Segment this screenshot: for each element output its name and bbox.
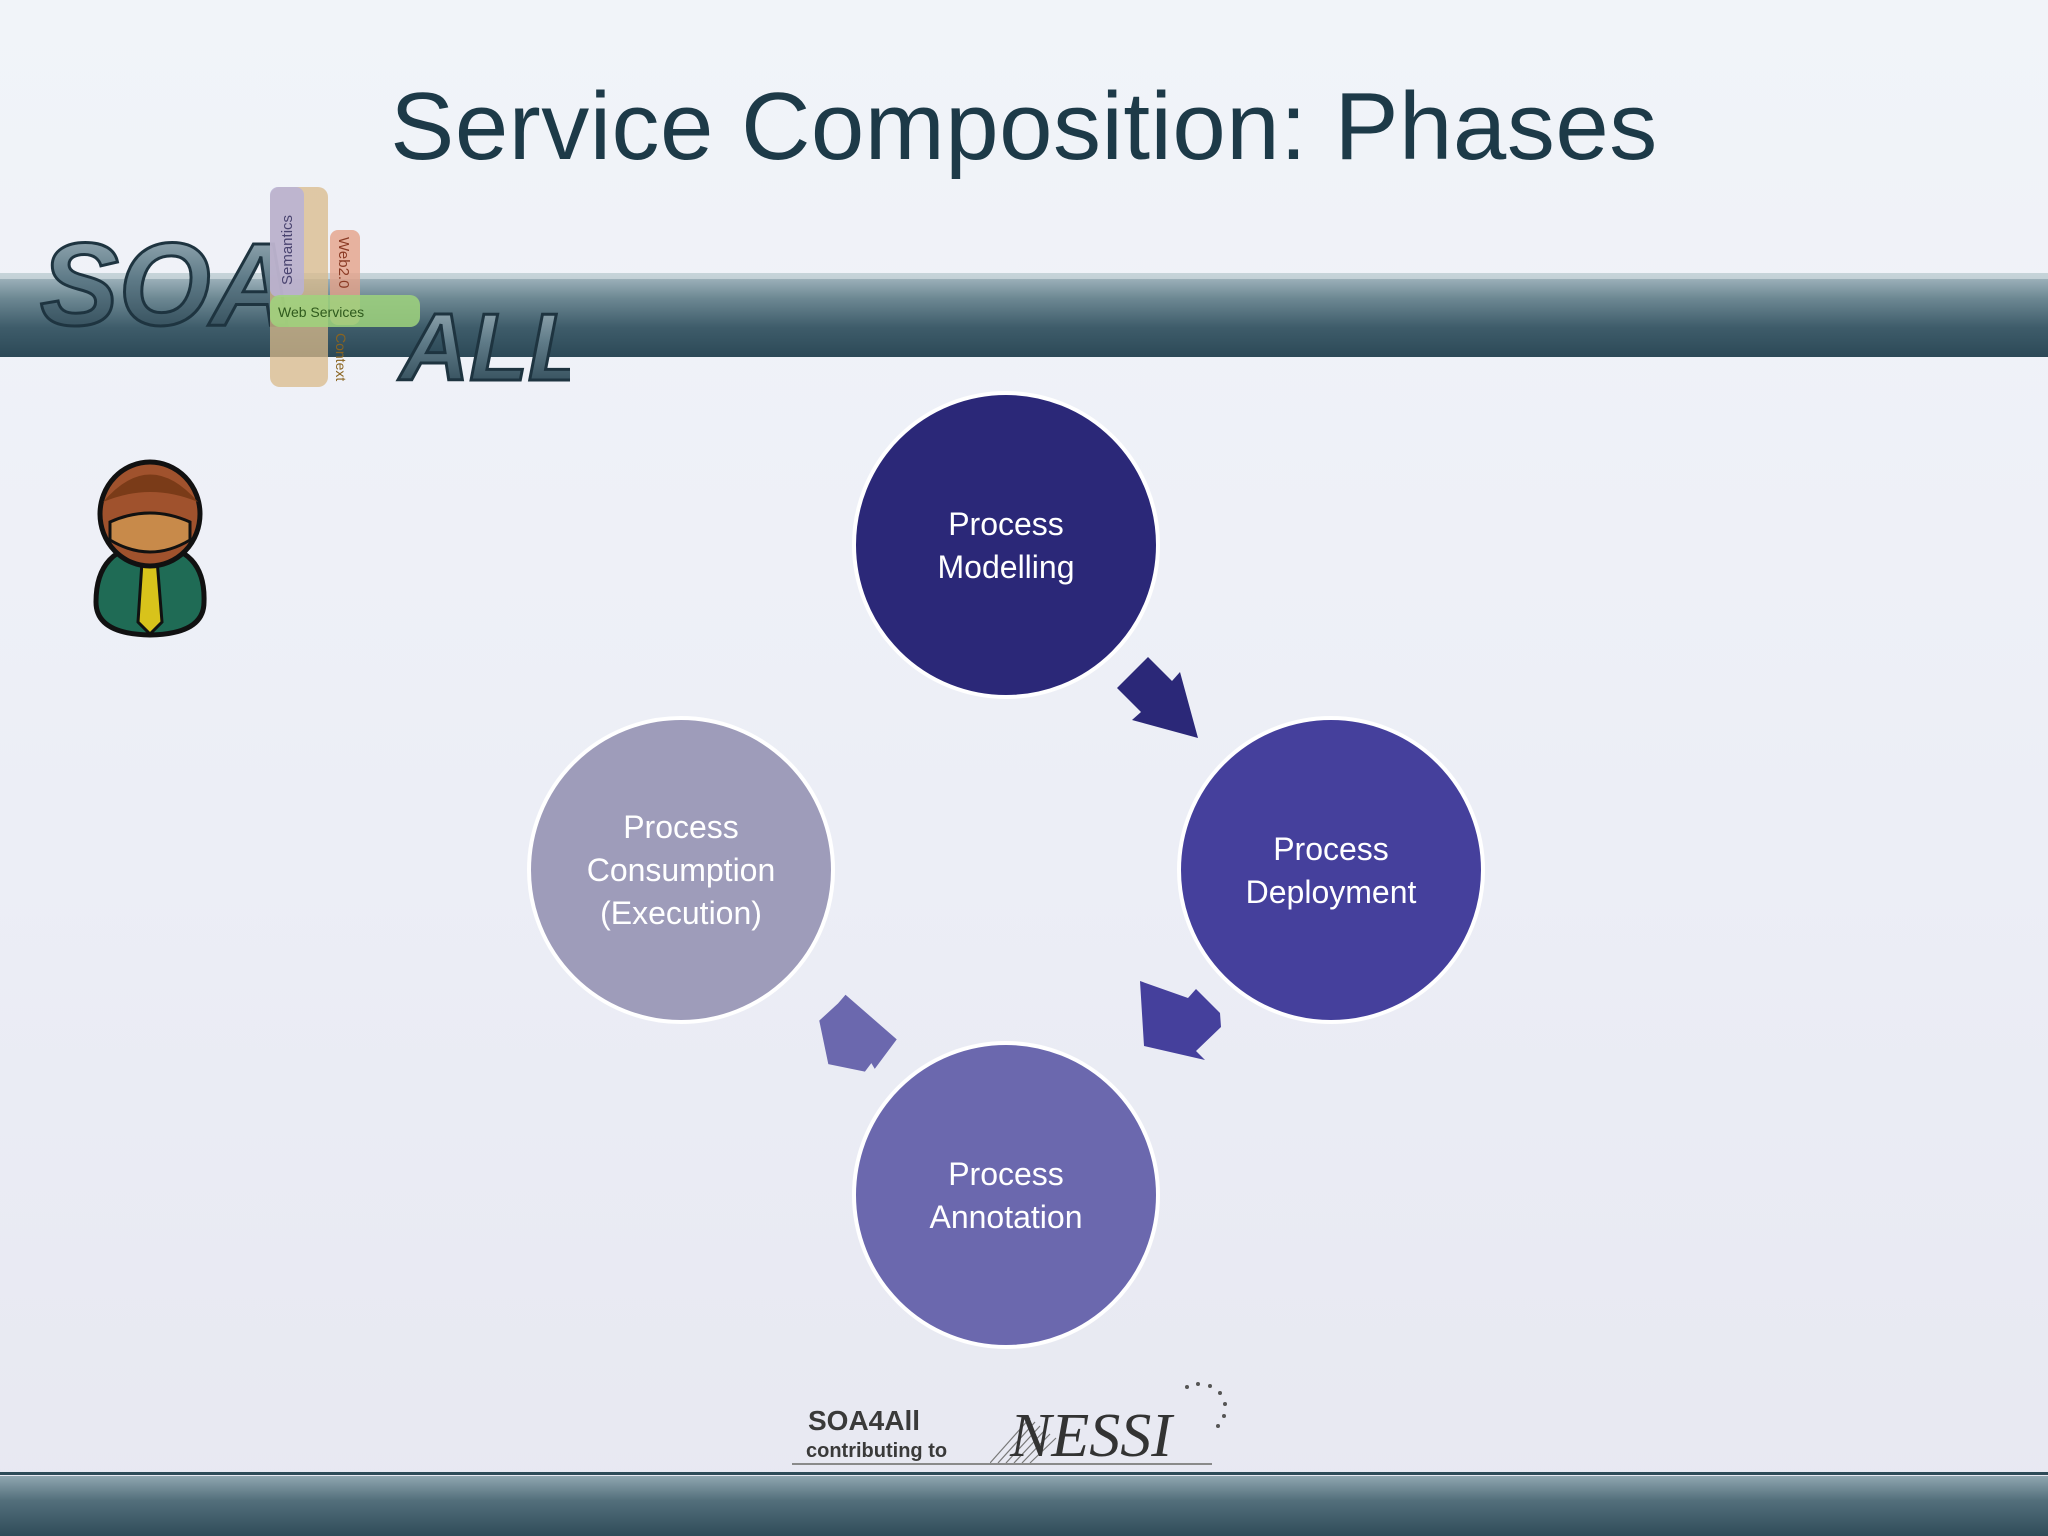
arrow-deployment-to-annotation bbox=[1140, 981, 1221, 1060]
phase-consumption-line3: (Execution) bbox=[600, 895, 762, 931]
footer-contributing-text: contributing to bbox=[806, 1440, 948, 1462]
person-icon bbox=[93, 459, 207, 638]
phase-deployment-line1: Process bbox=[1273, 831, 1389, 867]
logo-horizontal-bar bbox=[270, 295, 420, 327]
logo-text-webservices: Web Services bbox=[278, 304, 364, 320]
phase-modelling-line1: Process bbox=[948, 506, 1064, 542]
phase-circle-annotation: Process Annotation bbox=[852, 1041, 1160, 1349]
logo-text-semantics: Semantics bbox=[279, 215, 296, 285]
arrow-annotation-to-consumption bbox=[819, 994, 897, 1072]
footer-band bbox=[0, 1476, 2048, 1536]
phase-circle-deployment: Process Deployment bbox=[1177, 716, 1485, 1024]
nessi-stars bbox=[1185, 1382, 1227, 1428]
footer-soa4all-text: SOA4All bbox=[808, 1405, 921, 1436]
nessi-text: NESSI bbox=[1009, 1402, 1175, 1468]
header-band-highlight bbox=[0, 273, 2048, 279]
logo-text-web20: Web2.0 bbox=[335, 237, 352, 288]
logo-vertical-bar-top bbox=[270, 187, 304, 297]
soa4all-logo: SOA ALL Semantics Web2.0 Web Services Co… bbox=[39, 187, 570, 395]
logo-text-all: ALL bbox=[398, 294, 570, 395]
nessi-lines bbox=[990, 1417, 1057, 1464]
slide-title: Service Composition: Phases bbox=[390, 73, 1658, 180]
arrow-modelling-to-deployment bbox=[1117, 657, 1198, 738]
footer-band-line bbox=[0, 1472, 2048, 1475]
footer-rule bbox=[792, 1463, 1212, 1465]
logo-text-soa: SOA bbox=[40, 219, 296, 351]
phase-annotation-line2: Annotation bbox=[929, 1199, 1082, 1235]
phase-modelling-line2: Modelling bbox=[938, 549, 1075, 585]
phase-consumption-line1: Process bbox=[623, 809, 739, 845]
phase-deployment-line2: Deployment bbox=[1246, 874, 1417, 910]
logo-text-context: Context bbox=[333, 333, 349, 381]
phase-consumption-line2: Consumption bbox=[587, 852, 776, 888]
phase-circle-modelling: Process Modelling bbox=[852, 391, 1160, 699]
phase-annotation-line1: Process bbox=[948, 1156, 1064, 1192]
phase-circle-consumption: Process Consumption (Execution) bbox=[527, 716, 835, 1024]
nessi-logo: NESSI bbox=[990, 1382, 1227, 1468]
